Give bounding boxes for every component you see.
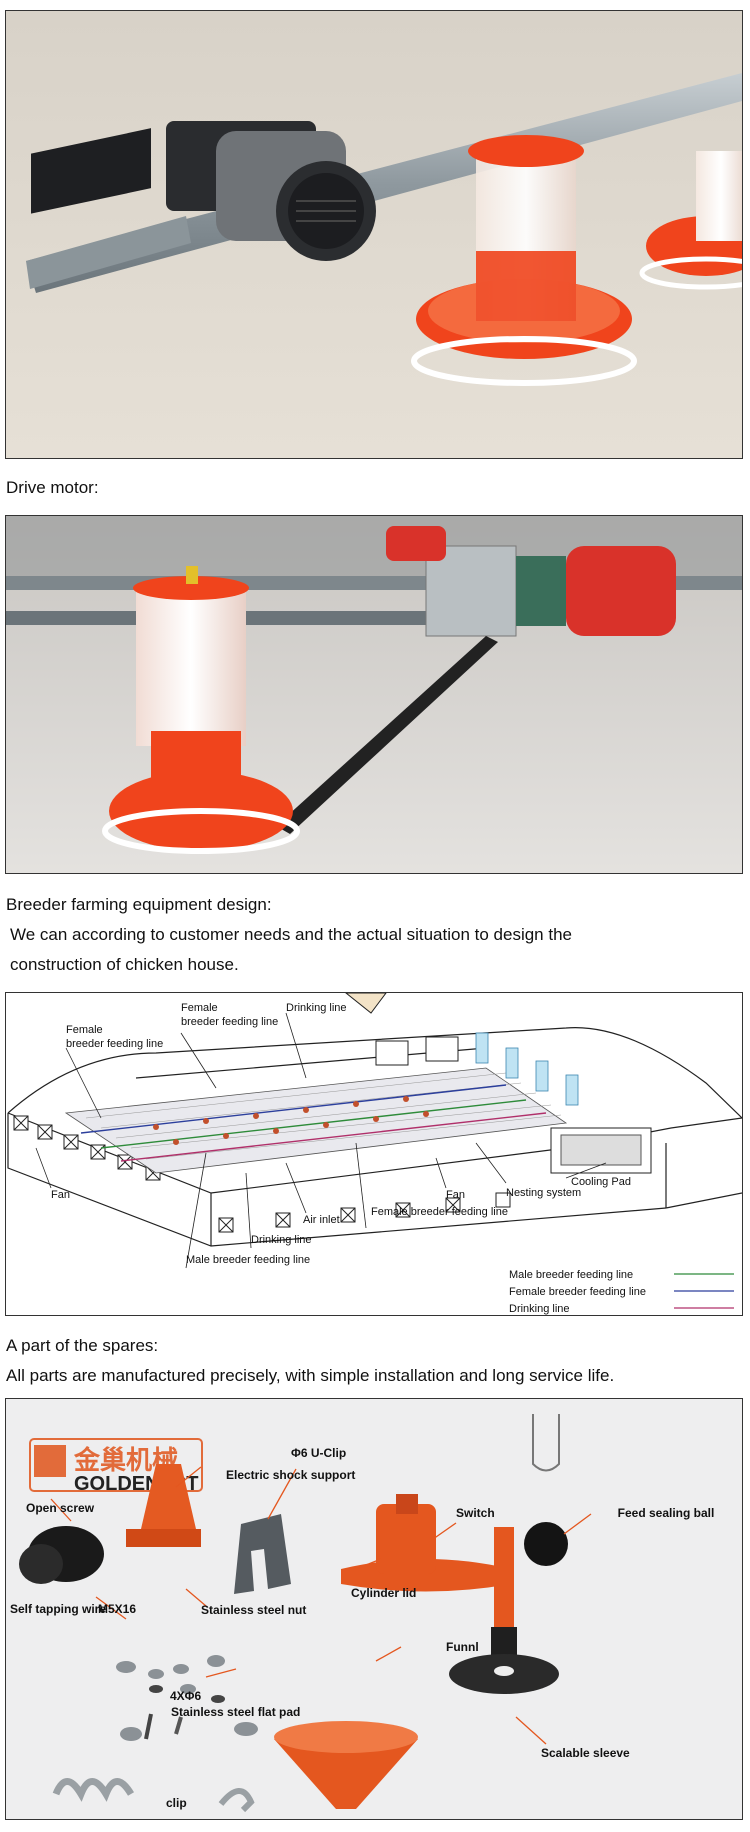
diagram-label-fan-mid: Fan <box>446 1189 465 1201</box>
chicken-house-diagram-graphic: Female breeder feeding line Drinking lin… <box>6 993 742 1315</box>
diagram-label-drinking-top: Drinking line <box>286 1002 347 1014</box>
caption-drive-motor: Drive motor: <box>6 478 99 497</box>
clip-part-right <box>218 1788 255 1813</box>
spare-label-self-tapping: Self tapping wire <box>10 1602 106 1616</box>
chicken-house-diagram: Female breeder feeding line Drinking lin… <box>5 992 743 1316</box>
spare-label-funnel: Funnl <box>446 1640 479 1654</box>
spare-label-m5x16: M5X16 <box>98 1602 136 1616</box>
diagram-label-female-feed-top: Female <box>181 1002 218 1014</box>
spare-label-switch: Switch <box>456 1506 495 1520</box>
spare-label-scalable-sleeve: Scalable sleeve <box>541 1746 630 1760</box>
diagram-label-air-inlet: Air inlet <box>303 1214 340 1226</box>
caption-breeder-design: Breeder farming equipment design: <box>6 895 272 914</box>
electric-shock-support-part <box>141 1464 196 1529</box>
spare-label-flat-pad: Stainless steel flat pad <box>171 1705 300 1719</box>
diagram-label-female-feed-left-2: breeder feeding line <box>66 1038 163 1050</box>
spare-label-open-screw: Open screw <box>26 1501 95 1515</box>
caption-spares-title: A part of the spares: <box>6 1336 159 1355</box>
spare-label-electric-shock: Electric shock support <box>226 1468 355 1482</box>
diagram-label-cooling-pad: Cooling Pad <box>571 1176 631 1188</box>
spare-label-clip: clip <box>166 1796 187 1810</box>
legend-label-drinking: Drinking line <box>509 1303 570 1315</box>
spares-panel: 金巢机械 GOLDENEST <box>5 1398 743 1820</box>
diagram-label-female-feed-top-2: breeder feeding line <box>181 1016 278 1028</box>
spare-label-steel-nut: Stainless steel nut <box>201 1603 306 1617</box>
diagram-label-nesting: Nesting system <box>506 1187 581 1199</box>
diagram-label-fan-left: Fan <box>51 1189 70 1201</box>
drive-motor-photo-graphic <box>6 516 742 873</box>
breeder-description-line-1: We can according to customer needs and t… <box>10 925 572 944</box>
spare-label-u-clip: Φ6 U-Clip <box>291 1446 346 1460</box>
spare-label-cylinder-lid: Cylinder lid <box>351 1586 416 1600</box>
diagram-label-female-feed-left: Female <box>66 1024 103 1036</box>
spare-label-four-phi: 4XΦ6 <box>170 1689 202 1703</box>
spare-label-feed-ball-group: Feed sealing ball <box>618 1506 715 1520</box>
legend-label-male: Male breeder feeding line <box>509 1269 633 1281</box>
photo-drive-motor <box>5 515 743 874</box>
u-clip-part <box>234 1514 291 1594</box>
caption-spares-desc: All parts are manufactured precisely, wi… <box>6 1366 615 1385</box>
diagram-legend: Male breeder feeding line Female breeder… <box>509 1269 734 1315</box>
legend-label-female: Female breeder feeding line <box>509 1286 646 1298</box>
feed-sealing-ball-part <box>524 1522 568 1566</box>
diagram-label-drinking-bottom: Drinking line <box>251 1234 312 1246</box>
feeder-line-photo-graphic <box>6 11 742 458</box>
diagram-label-male-feed-bottom: Male breeder feeding line <box>186 1254 310 1266</box>
photo-feeder-line-closeup <box>5 10 743 459</box>
diagram-label-female-feed-bottom: Female breeder feeding line <box>371 1206 508 1218</box>
clip-part-left <box>52 1778 135 1802</box>
spare-label-feed-ball: Feed sealing ball <box>618 1506 715 1520</box>
breeder-description-line-2: construction of chicken house. <box>10 955 239 974</box>
spares-graphic: 金巢机械 GOLDENEST <box>6 1399 742 1819</box>
scalable-sleeve-part <box>494 1527 514 1627</box>
